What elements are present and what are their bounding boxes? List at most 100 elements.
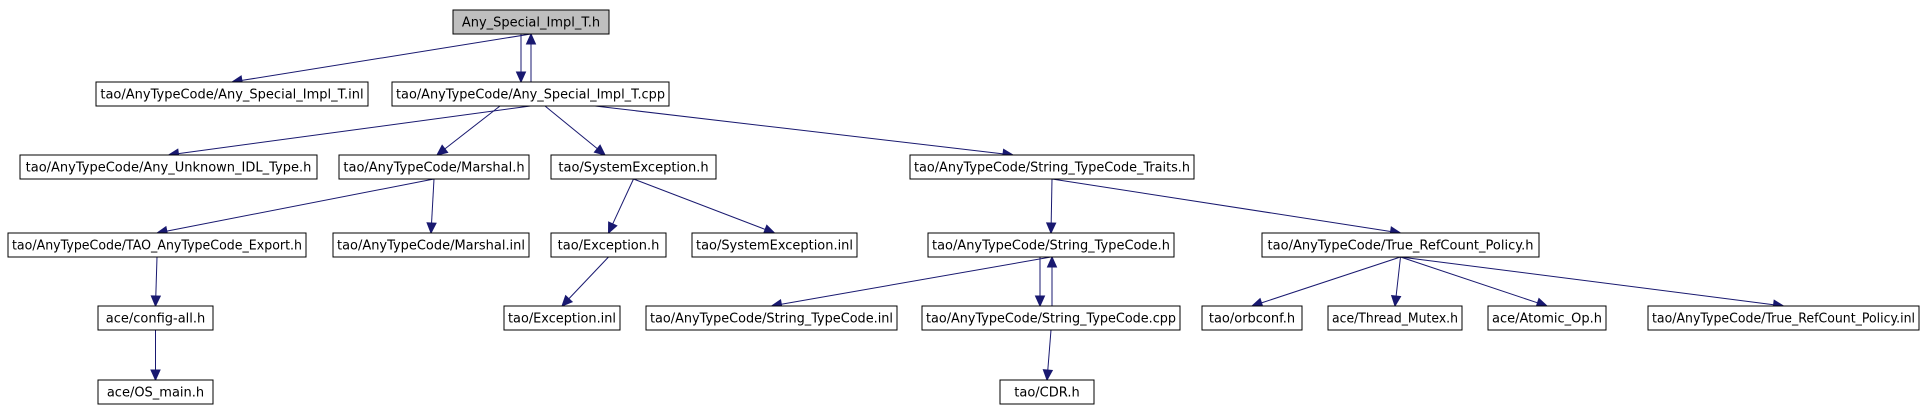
node-inl[interactable]: tao/AnyTypeCode/Any_Special_Impl_T.inl [95,81,369,107]
node-threadmutex[interactable]: ace/Thread_Mutex.h [1327,305,1463,331]
node-sysexcinl[interactable]: tao/SystemException.inl [691,232,858,258]
node-label: tao/Exception.inl [508,312,616,327]
node-label: tao/SystemException.inl [696,239,853,254]
edge-cpp-to-sysexc [544,105,606,156]
edge-strtccpp-to-cdr [1042,329,1054,382]
node-label: tao/AnyTypeCode/True_RefCount_Policy.inl [1652,312,1915,327]
node-root[interactable]: Any_Special_Impl_T.h [452,9,610,35]
arrowhead-icon [593,144,606,156]
edge-strtc-to-strtccpp [1034,257,1046,308]
edge-cpp-to-strtraits [594,105,1015,160]
node-label: ace/Thread_Mutex.h [1332,312,1458,327]
edge-line [241,33,532,81]
node-marshalinl[interactable]: tao/AnyTypeCode/Marshal.inl [332,232,530,258]
node-box [452,9,610,35]
node-box [97,305,214,331]
node-label: tao/AnyTypeCode/String_TypeCode_Traits.h [914,161,1190,176]
node-box [691,232,858,258]
node-box [19,154,318,180]
node-label: ace/OS_main.h [107,386,204,401]
node-strtc[interactable]: tao/AnyTypeCode/String_TypeCode.h [927,232,1175,258]
edge-line [544,105,598,150]
node-label: tao/AnyTypeCode/String_TypeCode.inl [650,312,893,327]
edge-line [1261,256,1401,304]
node-box [909,154,1195,180]
node-refcount[interactable]: tao/AnyTypeCode/True_RefCount_Policy.h [1261,232,1540,258]
node-label: tao/Exception.h [558,239,660,254]
edge-cpp-to-unknown [167,105,531,159]
node-label: tao/AnyTypeCode/TAO_AnyTypeCode_Export.h [12,239,302,254]
node-orbconf[interactable]: tao/orbconf.h [1201,305,1303,331]
arrowhead-icon [150,369,161,382]
edge-sysexc-to-sysexcinl [633,178,776,235]
arrowhead-icon [561,294,574,307]
node-cdr[interactable]: tao/CDR.h [999,379,1095,405]
arrowhead-icon [525,32,537,45]
arrowhead-icon [762,224,776,235]
edge-line [1395,256,1401,297]
node-label: tao/AnyTypeCode/String_TypeCode.cpp [926,312,1176,327]
edge-line [612,178,634,225]
node-strtccpp[interactable]: tao/AnyTypeCode/String_TypeCode.cpp [921,305,1181,331]
node-label: tao/SystemException.h [558,161,708,176]
edge-refcount-to-refcountinl [1400,256,1785,310]
node-osmain[interactable]: ace/OS_main.h [97,379,214,405]
node-box [1327,305,1463,331]
edge-line [633,178,766,230]
node-label: tao/AnyTypeCode/True_RefCount_Policy.h [1268,239,1534,254]
edge-line [178,105,531,155]
node-box [503,305,621,331]
edge-line [1051,178,1391,232]
arrowhead-icon [1042,369,1054,382]
node-box [95,81,369,107]
edge-marshal-to-export [155,178,435,237]
node-unknown[interactable]: tao/AnyTypeCode/Any_Unknown_IDL_Type.h [19,154,318,180]
node-box [927,232,1175,258]
edge-sysexc-to-exc [607,178,634,235]
edge-refcount-to-orbconf [1250,256,1401,308]
edge-strtc-to-strtcinl [770,256,1052,310]
node-label: tao/orbconf.h [1209,312,1295,327]
node-excinl[interactable]: tao/Exception.inl [503,305,621,331]
nodes-layer: Any_Special_Impl_T.h tao/AnyTypeCode/Any_… [7,9,1920,405]
node-exc[interactable]: tao/Exception.h [550,232,667,258]
arrowhead-icon [436,144,449,156]
node-label: tao/AnyTypeCode/Marshal.inl [337,239,525,254]
edge-line [781,256,1052,305]
node-box [97,379,214,405]
node-strtcinl[interactable]: tao/AnyTypeCode/String_TypeCode.inl [645,305,898,331]
node-box [338,154,530,180]
edge-export-to-configall [150,256,162,308]
node-configall[interactable]: ace/config-all.h [97,305,214,331]
node-label: tao/CDR.h [1014,386,1079,401]
edge-line [444,105,501,150]
edge-strtraits-to-strtc [1045,178,1057,235]
edge-line [568,256,609,300]
node-box [391,81,670,107]
node-marshal[interactable]: tao/AnyTypeCode/Marshal.h [338,154,530,180]
node-box [1647,305,1920,331]
edge-line [1047,329,1052,371]
node-label: ace/config-all.h [106,312,206,327]
node-export[interactable]: tao/AnyTypeCode/TAO_AnyTypeCode_Export.h [7,232,307,258]
node-atomicop[interactable]: ace/Atomic_Op.h [1487,305,1607,331]
edge-line [166,178,435,232]
node-label: tao/AnyTypeCode/Any_Special_Impl_T.inl [100,88,363,103]
node-box [7,232,307,258]
arrowhead-icon [426,222,437,235]
edge-strtccpp-to-strtc [1046,255,1058,306]
node-box [1487,305,1607,331]
node-strtraits[interactable]: tao/AnyTypeCode/String_TypeCode_Traits.h [909,154,1195,180]
edge-line [594,105,1004,155]
edge-line [1050,178,1053,224]
node-cpp[interactable]: tao/AnyTypeCode/Any_Special_Impl_T.cpp [391,81,670,107]
node-box [550,154,717,180]
arrowhead-icon [150,295,162,308]
node-sysexc[interactable]: tao/SystemException.h [550,154,717,180]
node-box [1201,305,1303,331]
node-box [1261,232,1540,258]
edge-cpp-to-root [525,32,537,82]
node-label: tao/AnyTypeCode/Any_Unknown_IDL_Type.h [26,161,312,176]
node-refcountinl[interactable]: tao/AnyTypeCode/True_RefCount_Policy.inl [1647,305,1920,331]
edge-configall-to-osmain [150,330,161,382]
